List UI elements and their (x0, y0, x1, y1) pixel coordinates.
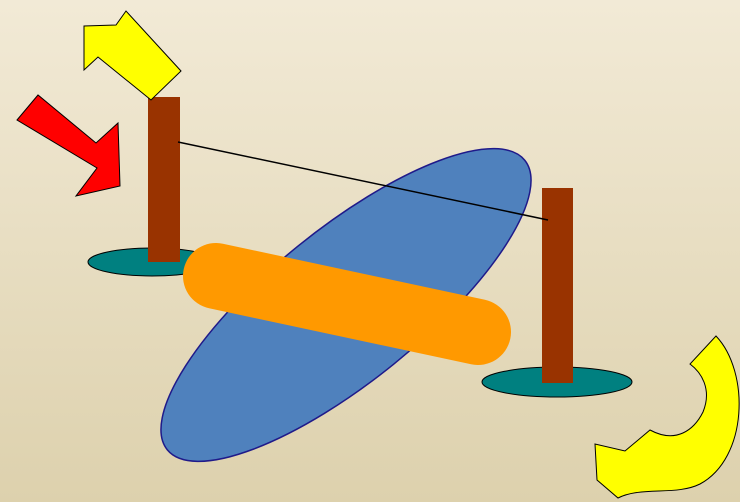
right-post (542, 188, 573, 383)
rotate-arrow-icon (594, 335, 740, 499)
left-post (148, 97, 180, 262)
red-arrow-shape (16, 94, 121, 197)
lift-arrow-icon (83, 10, 182, 101)
string (177, 141, 549, 221)
yellow-rotate-arrow-shape (594, 335, 740, 499)
orange-bar (183, 243, 511, 365)
yellow-lift-arrow-shape (83, 10, 182, 101)
push-arrow-icon (16, 94, 121, 197)
